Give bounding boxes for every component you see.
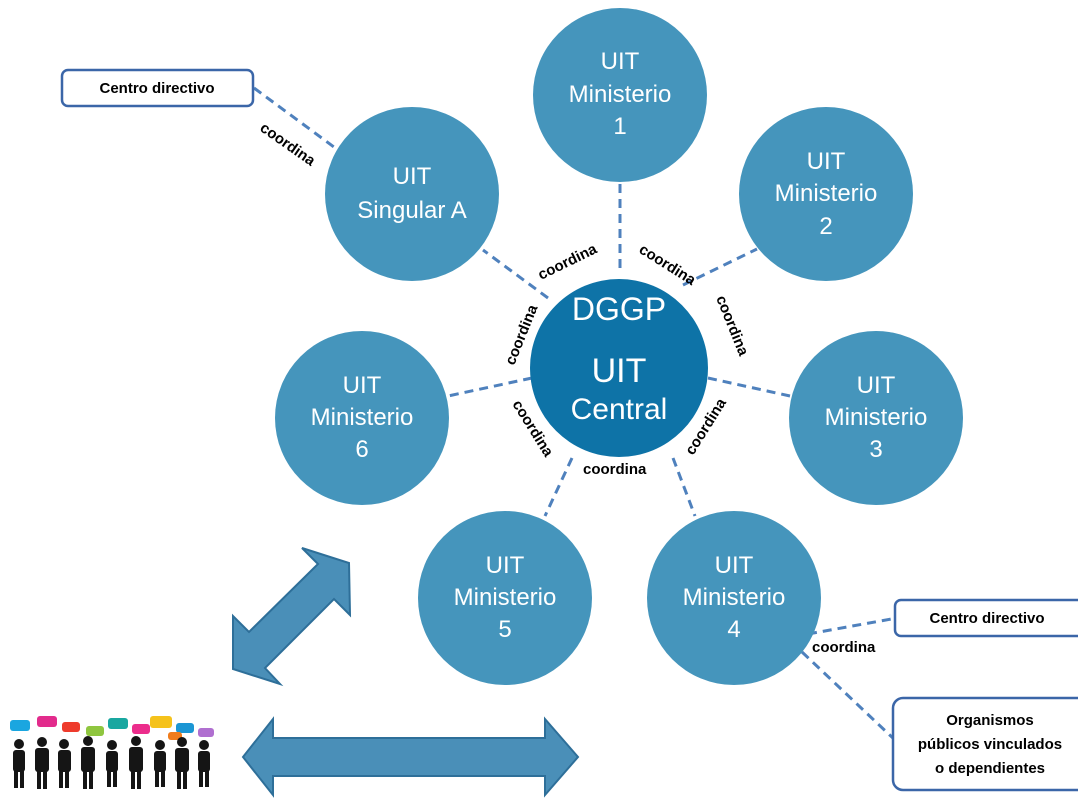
box-label-line-1: Organismos — [946, 712, 1034, 729]
node-ministerio-3: UIT Ministerio 3 — [789, 331, 963, 505]
silhouettes — [13, 736, 210, 789]
node-circle — [275, 331, 449, 505]
box-frame — [60, 68, 255, 108]
node-label-3: 6 — [355, 436, 368, 463]
central-label-uit: UIT — [592, 352, 647, 390]
node-circle — [418, 511, 592, 685]
coordina-label-singular-a: coordina — [257, 119, 319, 170]
central-label-central: Central — [571, 393, 668, 426]
node-label-2: Ministerio — [683, 584, 786, 611]
coordina-label-top-right: coordina — [636, 241, 699, 289]
node-circle — [533, 8, 707, 182]
central-circle — [530, 279, 708, 457]
node-label-3: 3 — [869, 436, 882, 463]
coordina-label-ministerio-4: coordina — [812, 639, 876, 656]
horizontal-double-arrow-icon — [241, 716, 580, 798]
node-ministerio-1: UIT Ministerio 1 — [533, 8, 707, 182]
link-central-ministerio-6 — [447, 376, 533, 398]
node-ministerio-6: UIT Ministerio 6 — [275, 331, 449, 505]
box-label: Centro directivo — [929, 610, 1044, 627]
node-label-3: 2 — [819, 213, 832, 240]
node-circle — [789, 331, 963, 505]
speech-bubbles — [10, 716, 214, 740]
node-label-2: Ministerio — [775, 180, 878, 207]
node-label-2: Ministerio — [569, 81, 672, 108]
box-frame — [891, 696, 1078, 792]
node-ministerio-5: UIT Ministerio 5 — [418, 511, 592, 685]
node-circle — [647, 511, 821, 685]
link-ministerio-4-organismos — [800, 650, 897, 742]
link-central-ministerio-5 — [543, 457, 574, 517]
connector-lines — [253, 86, 898, 742]
node-label-1: UIT — [393, 163, 432, 190]
box-label-line-2: públicos vinculados — [918, 736, 1062, 753]
link-central-ministerio-3 — [707, 376, 791, 398]
link-central-singular-a — [482, 248, 549, 300]
node-label-1: UIT — [486, 552, 525, 579]
diagonal-double-arrow-icon — [232, 547, 352, 687]
box-organismos: Organismos públicos vinculados o dependi… — [891, 696, 1078, 792]
node-label-1: UIT — [343, 372, 382, 399]
link-central-ministerio-4 — [671, 457, 697, 517]
node-label-1: UIT — [715, 552, 754, 579]
link-central-ministerio-2 — [682, 247, 758, 287]
coordina-label-right-upper: coordina — [712, 293, 752, 359]
central-label-dggp: DGGP — [572, 291, 666, 327]
node-ministerio-2: UIT Ministerio 2 — [739, 107, 913, 281]
node-label-2: Ministerio — [825, 404, 928, 431]
link-singular-a-centro-directivo — [253, 86, 339, 152]
box-label-line-3: o dependientes — [935, 760, 1045, 777]
node-label-3: 4 — [727, 616, 740, 643]
box-frame — [893, 598, 1078, 638]
box-label: Centro directivo — [99, 80, 214, 97]
node-circle — [325, 107, 499, 281]
coordina-label-bottom: coordina — [583, 461, 647, 478]
node-label-2: Ministerio — [454, 584, 557, 611]
box-centro-directivo-right: Centro directivo — [893, 598, 1078, 638]
node-singular-a: UIT Singular A — [325, 107, 499, 281]
node-label-1: UIT — [601, 48, 640, 75]
node-ministerio-4: UIT Ministerio 4 — [647, 511, 821, 685]
node-label-3: 5 — [498, 616, 511, 643]
coordina-label-top-left: coordina — [535, 240, 600, 283]
node-label-1: UIT — [857, 372, 896, 399]
node-label-2: Ministerio — [311, 404, 414, 431]
people-crowd-icon — [10, 716, 214, 789]
link-ministerio-4-centro-directivo — [807, 616, 898, 636]
node-label-3: 1 — [613, 113, 626, 140]
box-centro-directivo-top: Centro directivo — [60, 68, 255, 108]
node-label-2: Singular A — [357, 197, 466, 224]
node-circle — [739, 107, 913, 281]
node-label-1: UIT — [807, 148, 846, 175]
node-central: DGGP UIT Central — [530, 279, 708, 457]
